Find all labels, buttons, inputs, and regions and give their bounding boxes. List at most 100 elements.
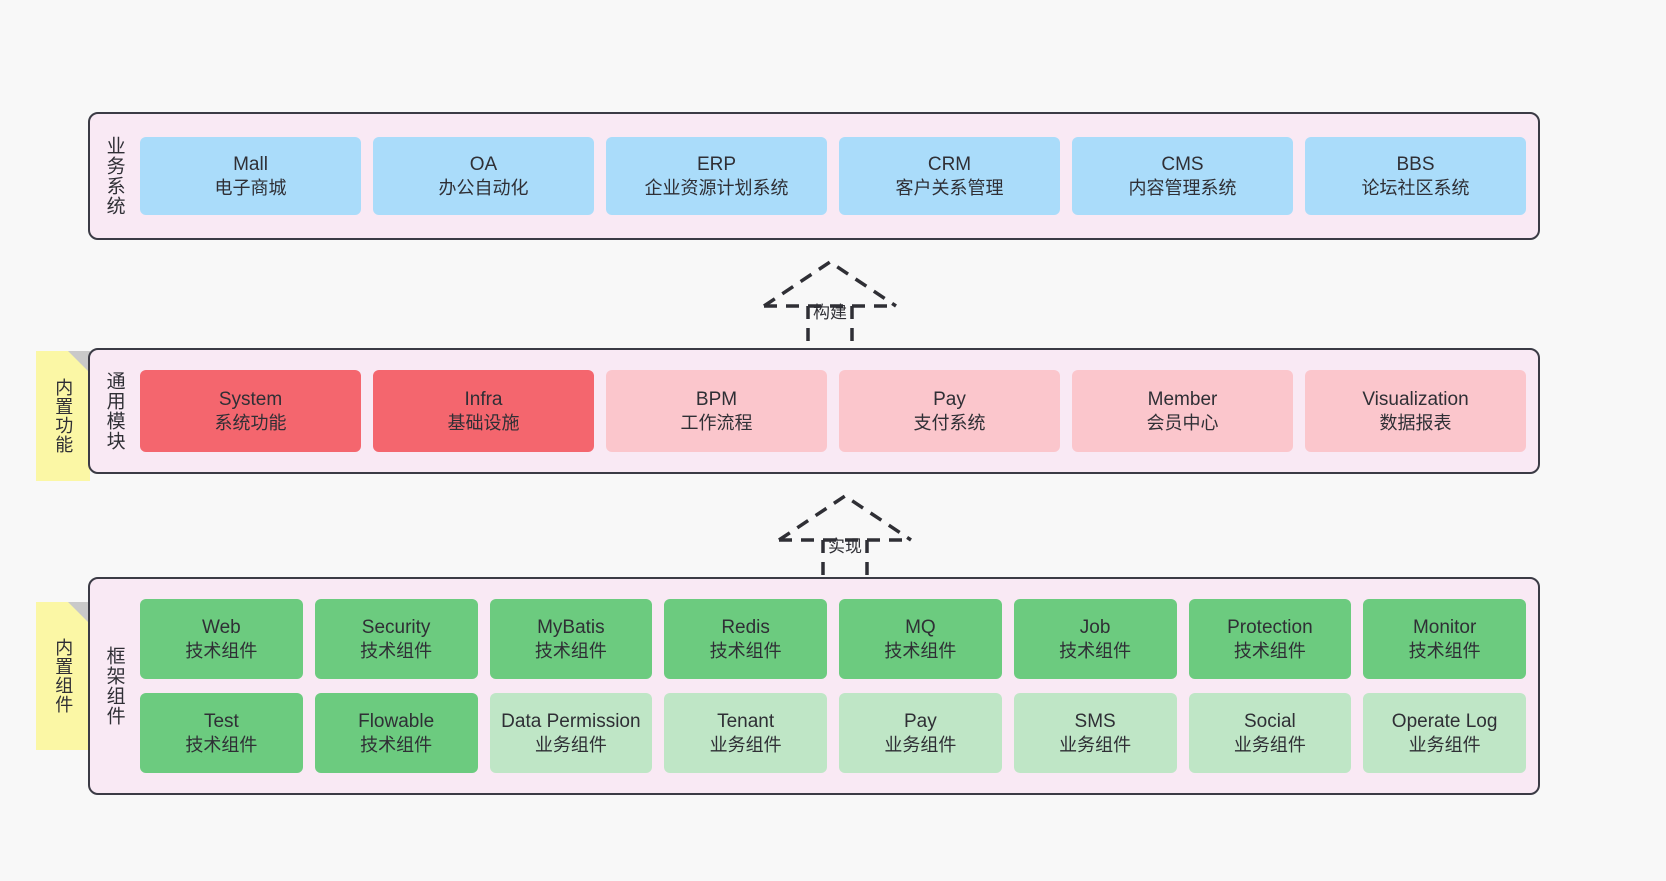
- card-title-en: Redis: [721, 617, 770, 639]
- card-title-en: CMS: [1161, 154, 1204, 176]
- card-title-en: SMS: [1074, 711, 1116, 733]
- card-title-en: Mall: [233, 154, 268, 176]
- note-builtin-components-label: 内置组件: [53, 638, 74, 714]
- card-title-cn: 技术组件: [884, 640, 957, 661]
- layer-framework-title: 框架组件: [103, 646, 125, 726]
- card-title-en: MQ: [905, 617, 936, 639]
- card-title-cn: 业务组件: [1233, 734, 1306, 755]
- card-title-cn: 工作流程: [680, 412, 753, 433]
- layer-modules-title: 通用模块: [103, 371, 125, 451]
- card-title-en: CRM: [927, 154, 972, 176]
- note-builtin-features: 内置功能: [36, 351, 90, 481]
- card-title-cn: 基础设施: [447, 412, 520, 433]
- card-title-cn: 技术组件: [185, 640, 258, 661]
- card-title-en: System: [218, 389, 283, 411]
- card-title-cn: 办公自动化: [438, 177, 529, 198]
- card-title-cn: 会员中心: [1146, 412, 1219, 433]
- card-title-en: Pay: [904, 711, 937, 733]
- card-title-cn: 论坛社区系统: [1361, 177, 1470, 198]
- layer-business-title: 业务系统: [103, 136, 125, 216]
- arrow-head-triangle: [763, 259, 897, 308]
- card-title-en: Test: [203, 711, 239, 733]
- card-title-en: Flowable: [358, 711, 435, 733]
- card-title-cn: 电子商城: [214, 177, 287, 198]
- card-title-en: Monitor: [1412, 617, 1477, 639]
- note-builtin-components: 内置组件: [36, 602, 90, 750]
- card-title-cn: 系统功能: [214, 412, 287, 433]
- card-title-cn: 技术组件: [534, 640, 607, 661]
- card-title-en: Job: [1079, 617, 1111, 639]
- connector-build-label: 构建: [813, 303, 847, 322]
- connector-implement: 实现: [775, 492, 915, 584]
- connector-implement-label: 实现: [828, 537, 862, 556]
- card-title-cn: 技术组件: [1059, 640, 1132, 661]
- card-title-en: Tenant: [717, 711, 775, 733]
- card-title-en: Visualization: [1362, 389, 1469, 411]
- card-title-cn: 客户关系管理: [895, 177, 1004, 198]
- card-title-cn: 业务组件: [884, 734, 957, 755]
- card-title-en: Web: [202, 617, 241, 639]
- card-title-en: Operate Log: [1391, 711, 1498, 733]
- card-title-cn: 技术组件: [360, 734, 433, 755]
- card-title-en: Data Permission: [501, 711, 641, 733]
- card-title-cn: 内容管理系统: [1128, 177, 1237, 198]
- arrow-head-triangle: [778, 493, 912, 542]
- connector-build: 构建: [760, 258, 900, 350]
- card-title-cn: 支付系统: [913, 412, 986, 433]
- card-title-cn: 业务组件: [534, 734, 607, 755]
- card-title-cn: 技术组件: [360, 640, 433, 661]
- card-title-cn: 业务组件: [709, 734, 782, 755]
- card-title-en: ERP: [696, 154, 737, 176]
- card-title-en: OA: [469, 154, 498, 176]
- card-title-cn: 业务组件: [1059, 734, 1132, 755]
- card-title-cn: 企业资源计划系统: [644, 177, 789, 198]
- card-title-en: BPM: [695, 389, 738, 411]
- note-fold-corner: [68, 351, 90, 373]
- card-title-cn: 业务组件: [1408, 734, 1481, 755]
- card-title-cn: 技术组件: [185, 734, 258, 755]
- card-title-en: Pay: [933, 389, 966, 411]
- card-title-en: Member: [1147, 389, 1218, 411]
- card-title-en: Protection: [1227, 617, 1313, 639]
- card-title-en: Infra: [464, 389, 503, 411]
- card-title-en: Social: [1244, 711, 1296, 733]
- card-title-en: Security: [361, 617, 431, 639]
- card-title-cn: 技术组件: [1408, 640, 1481, 661]
